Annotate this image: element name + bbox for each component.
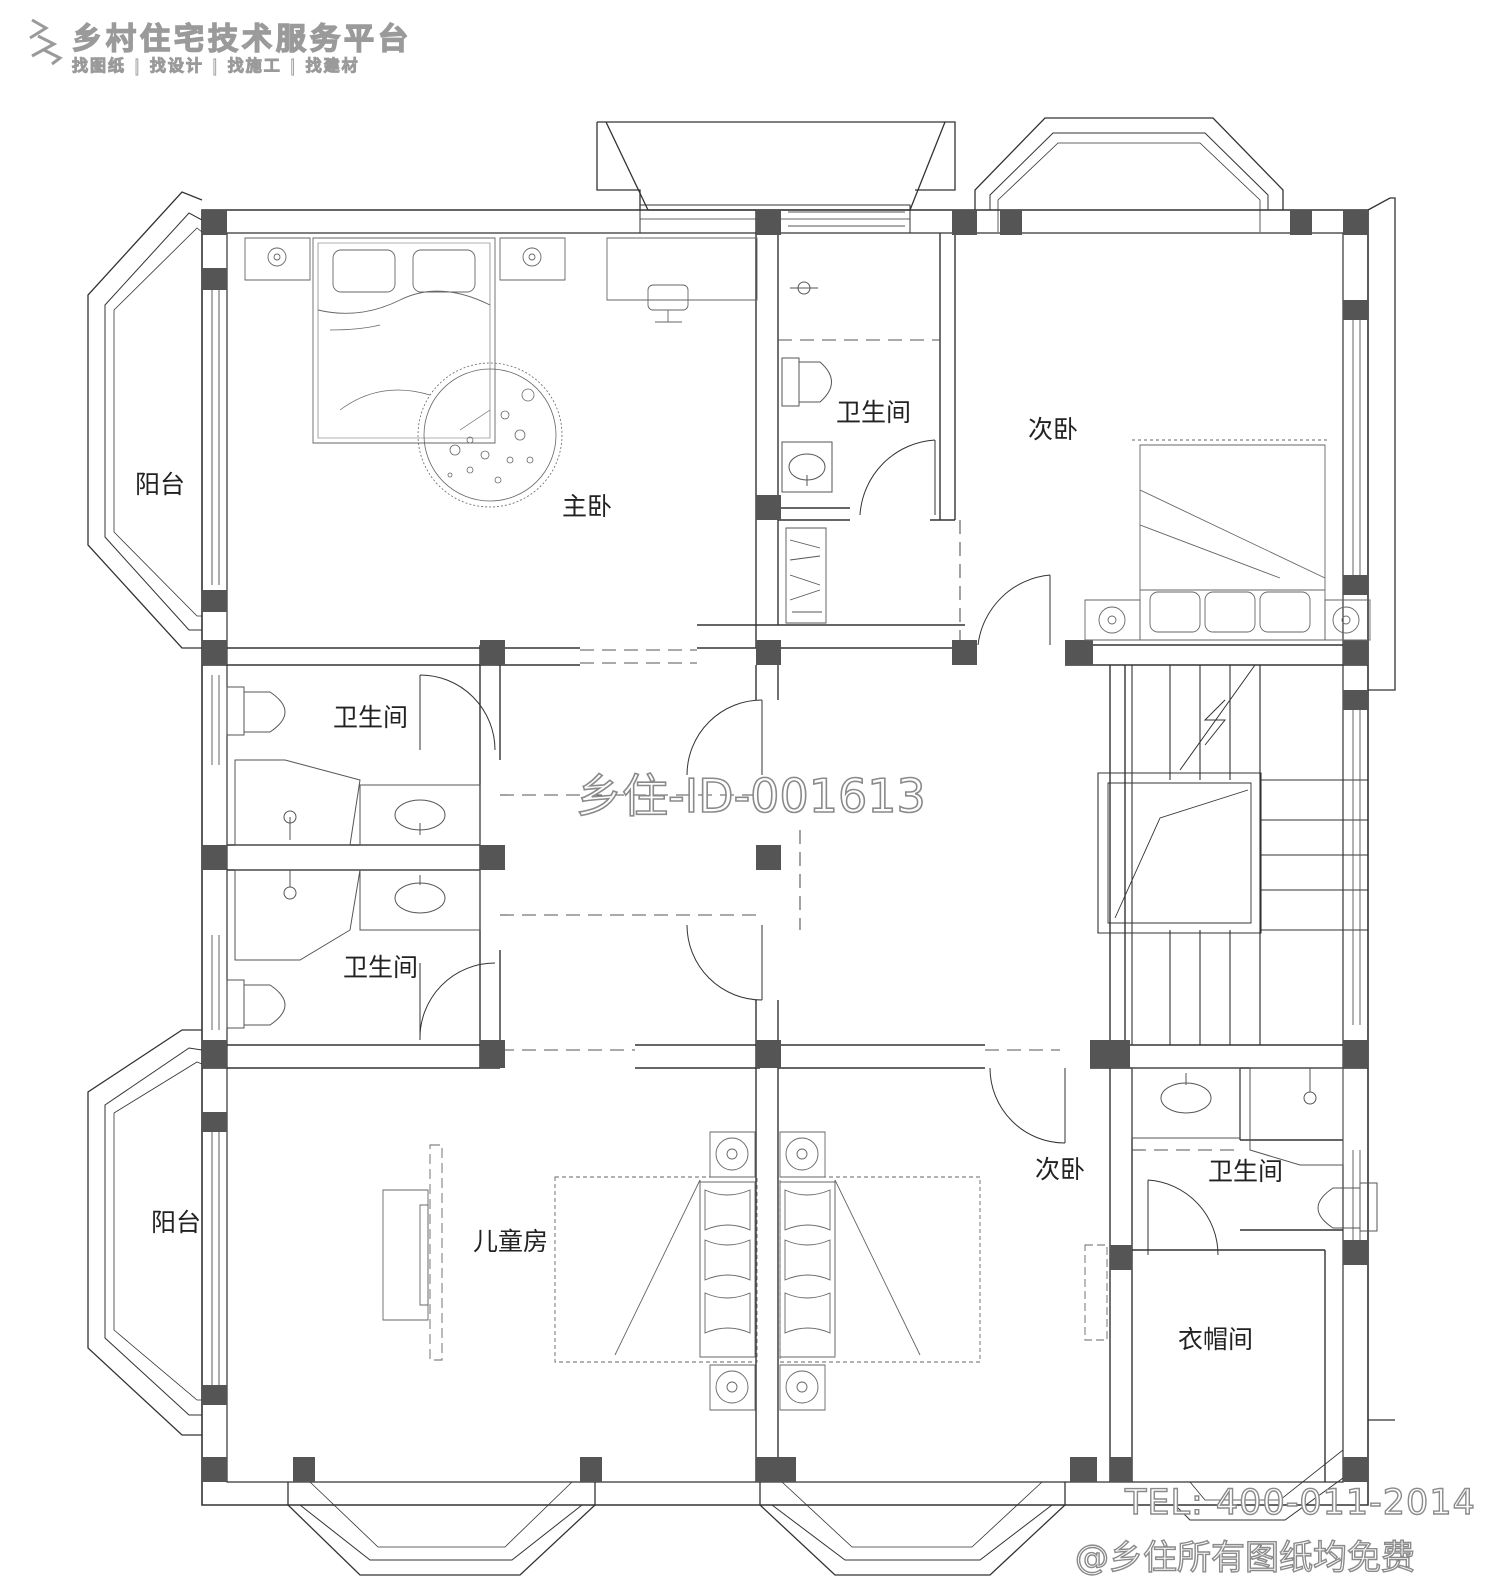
bath-right-fixtures	[1132, 1068, 1377, 1231]
brand-tag-2: 找设计	[149, 56, 204, 76]
brand-tagline: 找图纸 | 找设计 | 找施工 | 找建材	[72, 52, 360, 76]
room-label-second-bedroom-top: 次卧	[1028, 415, 1079, 444]
nightstands	[245, 238, 757, 322]
contact-note: @乡住所有图纸均免费	[1074, 1537, 1415, 1578]
round-rug	[418, 363, 562, 507]
room-label-balcony-top: 阳台	[135, 470, 186, 499]
bath-top-fixtures	[782, 282, 832, 492]
room-label-second-bedroom-bottom: 次卧	[1035, 1155, 1086, 1184]
bath-left-fixtures	[227, 687, 480, 1028]
room-label-cloakroom: 衣帽间	[1178, 1325, 1254, 1354]
balcony-bottom	[88, 1030, 219, 1435]
second-bed-top	[1085, 440, 1370, 640]
second-bed-bottom	[780, 1132, 1107, 1410]
brand-separator: |	[134, 56, 142, 76]
columns	[202, 210, 1368, 1482]
watermark-id: 乡住-ID-001613	[575, 768, 926, 824]
closet-top	[786, 528, 826, 623]
master-bed	[313, 238, 495, 443]
brand-tag-4: 找建材	[305, 56, 360, 76]
bay-windows-bottom	[288, 1420, 1395, 1575]
dashed-openings	[500, 340, 1240, 1150]
room-label-kids-room: 儿童房	[473, 1227, 549, 1256]
brand-title: 乡村住宅技术服务平台	[71, 21, 412, 57]
room-label-bath-left-upper: 卫生间	[333, 703, 409, 732]
staircase	[1098, 665, 1368, 1045]
doors	[420, 440, 1218, 1255]
balcony-top	[88, 192, 219, 648]
room-label-bath-right: 卫生间	[1208, 1157, 1284, 1186]
brand-tag-1: 找图纸	[72, 56, 127, 76]
brand-tag-3: 找施工	[227, 56, 282, 76]
room-label-balcony-bottom: 阳台	[151, 1208, 202, 1237]
contact-tel: TEL: 400-011-2014	[1124, 1482, 1476, 1523]
bay-window-top-right	[975, 118, 1395, 690]
brand-logo-icon	[22, 14, 66, 66]
room-label-bath-left-lower: 卫生间	[343, 953, 419, 982]
room-label-master-bedroom: 主卧	[562, 492, 613, 521]
brand-separator: |	[289, 56, 298, 76]
brand-separator: |	[211, 56, 220, 76]
interior-walls	[202, 210, 1368, 1482]
kids-room-furniture	[383, 1132, 757, 1410]
room-label-bath-top: 卫生间	[836, 398, 912, 427]
